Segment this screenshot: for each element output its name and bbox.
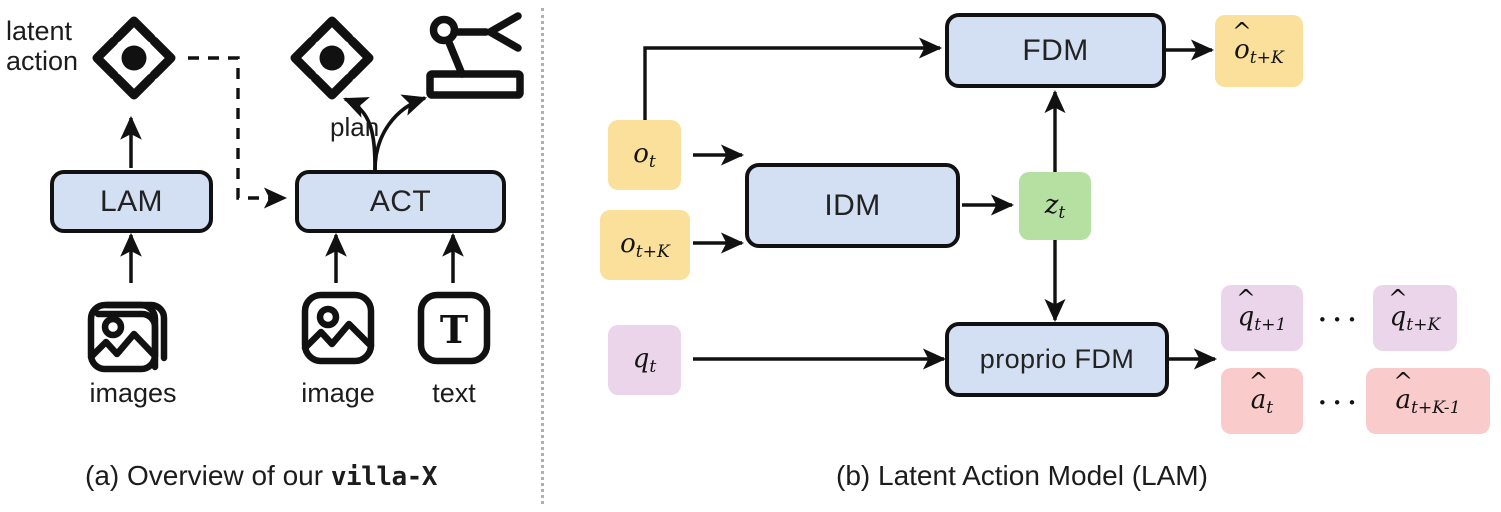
stacked-images-icon bbox=[85, 287, 181, 384]
output-box-a-hat-t-plus-k-minus-1: ^at+K-1 bbox=[1366, 368, 1490, 434]
output-box-o-hat-t-plus-k: ^ot+K bbox=[1215, 15, 1303, 87]
latent-action-label-line1: latent bbox=[6, 16, 73, 46]
lam-box-label: LAM bbox=[100, 184, 163, 218]
input-box-o-t: ot bbox=[608, 120, 681, 190]
input-box-q-t: qt bbox=[608, 325, 681, 395]
arrow-ot-to-fdm bbox=[643, 37, 943, 120]
input-box-o-t-plus-k: ot+K bbox=[600, 210, 690, 280]
latent-action-text-label: latent action bbox=[6, 16, 78, 76]
input-box-q-t-label: qt bbox=[632, 343, 657, 377]
text-input-label: text bbox=[432, 378, 476, 408]
output-box-q-hat-t-plus-1: ^qt+1 bbox=[1221, 285, 1303, 351]
output-box-q-hat-t-plus-k-label: ^qt+K bbox=[1388, 284, 1441, 335]
image-input-label: image bbox=[301, 378, 375, 408]
idm-box-label: IDM bbox=[824, 188, 881, 222]
output-box-a-hat-t-label: ^at bbox=[1248, 367, 1274, 418]
fdm-box-label: FDM bbox=[1022, 33, 1089, 67]
proprio-fdm-box[interactable]: proprio FDM bbox=[945, 322, 1169, 397]
input-box-o-t-label: ot bbox=[633, 138, 656, 172]
act-box[interactable]: ACT bbox=[295, 170, 506, 233]
svg-text:T: T bbox=[440, 307, 468, 352]
image-icon bbox=[300, 290, 376, 371]
idm-box[interactable]: IDM bbox=[745, 163, 960, 248]
ellipsis-q-row: ··· bbox=[1317, 300, 1362, 340]
output-box-o-hat-t-plus-k-label: ^ot+K bbox=[1232, 17, 1284, 68]
panel-a-caption-prefix: (a) Overview of our bbox=[85, 460, 331, 491]
act-box-label: ACT bbox=[369, 184, 432, 218]
arrow-plan-to-robot bbox=[373, 94, 428, 171]
latent-box-z-t-label: zt bbox=[1044, 189, 1066, 223]
latent-box-z-t: zt bbox=[1019, 172, 1091, 240]
panel-divider bbox=[541, 8, 544, 504]
output-box-q-hat-t-plus-1-label: ^qt+1 bbox=[1236, 284, 1287, 335]
input-box-o-t-plus-k-label: ot+K bbox=[620, 228, 670, 262]
output-box-a-hat-t: ^at bbox=[1221, 368, 1303, 434]
panel-a-caption: (a) Overview of our villa-X bbox=[85, 460, 437, 492]
fdm-box[interactable]: FDM bbox=[945, 13, 1166, 88]
robot-arm-icon bbox=[424, 4, 524, 109]
latent-action-label-line2: action bbox=[6, 46, 79, 77]
output-box-q-hat-t-plus-k: ^qt+K bbox=[1373, 285, 1457, 351]
output-box-a-hat-t-plus-k-minus-1-label: ^at+K-1 bbox=[1393, 367, 1461, 418]
text-T-icon: T bbox=[416, 290, 492, 371]
plan-label: plan bbox=[330, 112, 380, 142]
latent-action-diamond-icon-2 bbox=[284, 8, 380, 113]
dashed-arrow-latent-action-to-act bbox=[188, 56, 288, 209]
proprio-fdm-box-label: proprio FDM bbox=[979, 344, 1135, 374]
ellipsis-a-row: ··· bbox=[1317, 383, 1362, 423]
lam-box[interactable]: LAM bbox=[50, 170, 213, 233]
images-input-label: images bbox=[89, 378, 177, 408]
panel-a-caption-mono: villa-X bbox=[330, 462, 438, 492]
panel-b-caption: (b) Latent Action Model (LAM) bbox=[836, 460, 1208, 491]
latent-action-diamond-icon bbox=[86, 8, 182, 113]
